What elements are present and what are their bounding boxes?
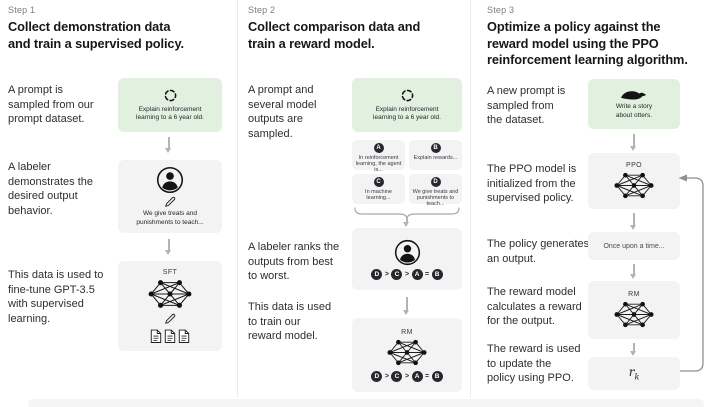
step-label: Step 3 [487,5,515,15]
prompt-box: Write a story about otters. [588,79,680,129]
down-arrow [630,343,636,356]
caption-new-prompt: A new prompt is sampled from the dataset… [487,85,566,127]
documents-row [150,329,190,344]
rm-box: RM D > C > A = B [352,318,462,392]
caption-update-policy: The reward is used to update the policy … [487,343,581,385]
output-card-text: Explain rewards... [413,154,458,161]
prompt-box-text: Explain reinforcement learning to a 6 ye… [136,105,204,121]
ppo-box: PPO [588,153,680,209]
step-title: Optimize a policy against the reward mod… [487,19,688,68]
sample-icon [400,88,415,103]
output-letter-badge: B [430,143,441,153]
prompt-box: Explain reinforcement learning to a 6 ye… [118,78,222,132]
network-icon [147,277,193,311]
caption-labeler-demonstrates: A labeler demonstrates the desired outpu… [8,161,93,217]
person-icon [394,239,421,266]
output-card-text: We give treats and punishments to teach.… [412,188,459,207]
output-letter-badge: D [430,177,441,187]
caption-prompt-sampled: A prompt is sampled from our prompt data… [8,84,94,126]
caption-rm-reward: The reward model calculates a reward for… [487,286,582,328]
step-label: Step 1 [8,5,36,15]
ranking-row: D > C > A = B [371,370,443,382]
ranking-separator: > [384,270,389,278]
ranking-separator: > [404,372,410,380]
caption-train-rm: This data is used to train our reward mo… [248,301,332,343]
ranking-separator: = [425,270,430,278]
document-icon [164,329,176,344]
reward-symbol: rk [628,365,640,382]
model-label: RM [401,328,413,336]
ranking-separator: > [384,372,389,380]
caption-finetune: This data is used to fine-tune GPT-3.5 w… [8,269,104,325]
generated-output-text: Once upon a time... [603,242,665,250]
output-card-a: A In reinforcement learning, the agent i… [352,140,405,173]
caption-labeler-ranks: A labeler ranks the outputs from best to… [248,241,340,283]
otter-icon [619,88,649,101]
ranking-letter: C [391,370,403,382]
output-letter-badge: A [373,143,384,153]
ranking-letter: B [431,370,443,382]
output-card-text: In reinforcement learning, the agent is.… [355,154,402,173]
ranking-letter: C [391,268,403,280]
pencil-icon [164,196,176,208]
down-arrow [403,217,409,227]
down-arrow [630,134,636,151]
model-label: PPO [626,161,642,169]
prompt-box-text: Write a story about otters. [615,103,653,119]
labeler-box-text: We give treats and punishments to teach.… [136,210,204,226]
document-icon [178,329,190,344]
output-card-text: In machine learning... [365,188,392,201]
down-arrow [630,213,636,230]
document-icon [150,329,162,344]
ranking-letter: B [431,268,443,280]
step-title: Collect comparison data and train a rewa… [248,19,421,51]
ranking-separator: = [425,372,430,380]
network-icon [613,299,655,330]
step-title: Collect demonstration data and train a s… [8,19,184,51]
ranking-letter: A [411,268,423,280]
network-icon [386,337,428,368]
column-divider [470,0,471,397]
step-1-column: Step 1 Collect demonstration data and tr… [0,0,237,407]
loop-arrow [678,174,704,372]
caption-policy-output: The policy generates an output. [487,238,590,265]
down-arrow [165,239,171,255]
ranking-separator: > [404,270,410,278]
down-arrow [403,297,409,315]
column-divider [237,0,238,397]
bottom-strip [28,399,704,407]
labeler-box: We give treats and punishments to teach.… [118,160,222,233]
output-card-c: C In machine learning... [352,174,405,204]
down-arrow [165,137,171,153]
output-card-d: D We give treats and punishments to teac… [409,174,462,207]
step-label: Step 2 [248,5,276,15]
caption-ppo-init: The PPO model is initialized from the su… [487,163,577,205]
down-arrow [630,264,636,279]
ranking-letter: D [371,370,383,382]
reward-value-box: rk [588,357,680,390]
prompt-box: Explain reinforcement learning to a 6 ye… [352,78,462,132]
caption-prompt-outputs: A prompt and several model outputs are s… [248,84,317,140]
model-label: RM [628,290,640,298]
prompt-box-text: Explain reinforcement learning to a 6 ye… [373,105,441,121]
ranking-letter: A [411,370,423,382]
person-icon [156,166,184,194]
output-card-b: B Explain rewards... [409,140,462,170]
sft-box: SFT [118,261,222,351]
ranking-letter: D [371,268,383,280]
step-2-column: Step 2 Collect comparison data and train… [237,0,470,407]
step-3-column: Step 3 Optimize a policy against the rew… [470,0,720,407]
output-letter-badge: C [373,177,384,187]
model-label: SFT [162,268,178,276]
generated-output-box: Once upon a time... [588,232,680,260]
pencil-icon [164,313,176,325]
ranking-row: D > C > A = B [371,268,443,280]
rm-box: RM [588,281,680,339]
sample-icon [163,88,178,103]
labeler-ranking-box: D > C > A = B [352,228,462,290]
network-icon [613,170,655,201]
